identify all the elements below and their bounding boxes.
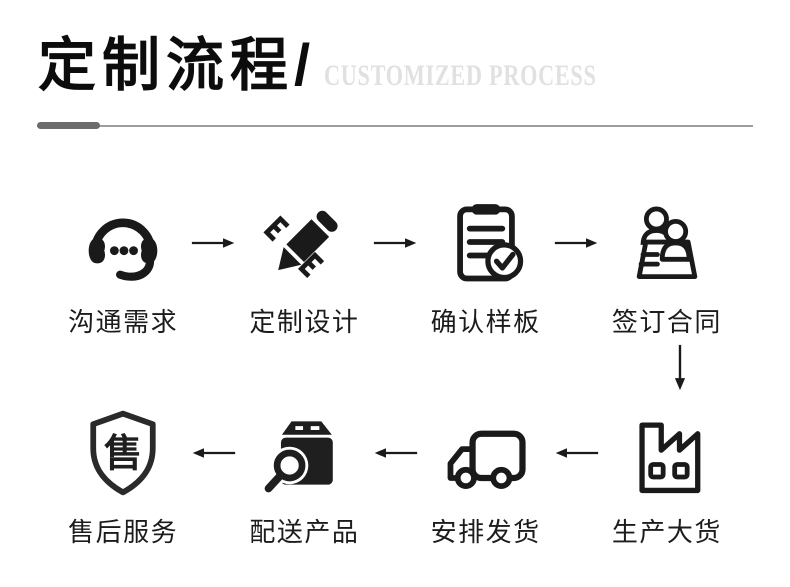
flow-row-1: 沟通需求: [55, 192, 735, 340]
divider-accent-cap: [37, 122, 100, 129]
step-label: 配送产品: [249, 516, 360, 547]
header-divider: [37, 122, 753, 129]
step-confirm-sample: 确认样板: [418, 192, 554, 340]
after-sales-glyph: 售: [104, 432, 142, 475]
step-arrange-shipping: 安排发货: [418, 402, 554, 550]
delivery-truck-icon: [438, 402, 534, 504]
step-label: 签订合同: [611, 307, 722, 337]
step-label: 确认样板: [430, 307, 541, 337]
step-sign-contract: 签订合同: [599, 192, 735, 340]
section-title: 定制流程/: [38, 33, 317, 98]
arrow-left-icon: [373, 402, 418, 504]
step-after-sales-service: 售 售后服务: [55, 402, 191, 550]
step-custom-design: 定制设计: [236, 192, 372, 340]
step-mass-production: 生产大货: [599, 402, 735, 550]
section-subtitle: CUSTOMIZED PROCESS: [324, 59, 597, 93]
package-inspect-icon: [256, 402, 352, 504]
section-header: 定制流程/ CUSTOMIZED PROCESS: [38, 34, 754, 98]
arrow-down-icon: [671, 344, 689, 392]
clipboard-check-icon: [438, 192, 534, 294]
flow-row-2: 售 售后服务: [55, 402, 735, 550]
factory-icon: [619, 402, 715, 504]
after-sales-shield-icon: 售: [75, 402, 171, 504]
arrow-right-icon: [373, 192, 418, 294]
arrow-right-icon: [191, 192, 236, 294]
step-label: 沟通需求: [68, 307, 179, 337]
step-label: 售后服务: [68, 516, 179, 547]
step-label: 生产大货: [611, 516, 722, 547]
design-pencil-icon: [256, 192, 352, 294]
arrow-right-icon: [554, 192, 599, 294]
step-label: 安排发货: [430, 516, 541, 547]
step-label: 定制设计: [249, 307, 360, 337]
step-communicate-needs: 沟通需求: [55, 192, 191, 340]
headset-icon: [75, 192, 171, 294]
arrow-left-icon: [554, 402, 599, 504]
process-flow: 沟通需求: [0, 192, 790, 550]
divider-line: [37, 124, 753, 127]
contract-sign-icon: [619, 192, 715, 294]
step-deliver-product: 配送产品: [236, 402, 372, 550]
arrow-left-icon: [191, 402, 236, 504]
